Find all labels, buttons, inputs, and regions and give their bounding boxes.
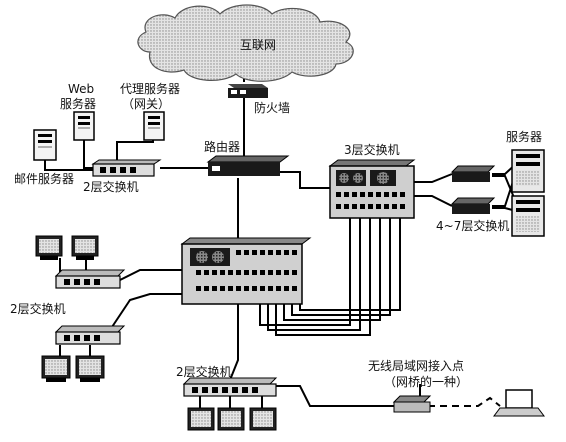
wireless-link: [428, 396, 501, 407]
servers-label: 服务器: [506, 129, 542, 144]
server-tower-icon: [143, 111, 165, 141]
firewall-icon: [228, 84, 268, 98]
switch-icon: [180, 237, 312, 305]
cloud-icon: [137, 4, 354, 82]
switch-l2-top-label: 2层交换机: [83, 179, 139, 194]
switch-l3-label: 3层交换机: [344, 142, 400, 157]
mail-server-label: 邮件服务器: [14, 171, 74, 186]
switch-l2-left-label: 2层交换机: [10, 301, 66, 316]
monitor-icon: [217, 407, 245, 431]
router-icon: [206, 155, 290, 176]
server-tower-icon: [511, 149, 545, 193]
server-tower-icon: [73, 111, 95, 141]
proxy-server-label-2: （网关）: [122, 97, 170, 111]
server-tower-icon: [511, 195, 545, 237]
access-point-icon: [392, 384, 432, 413]
monitor-icon: [71, 235, 99, 260]
switch-icon: [450, 165, 496, 182]
monitor-icon: [35, 235, 63, 260]
switch-icon: [450, 197, 496, 214]
monitor-icon: [249, 407, 277, 431]
router-label: 路由器: [204, 139, 240, 154]
server-tower-icon: [33, 129, 57, 161]
switch-icon: [182, 377, 278, 397]
proxy-server-label-1: 代理服务器: [120, 81, 180, 96]
connection-lines: [44, 72, 521, 408]
access-point-label-2: （网桥的一种）: [384, 374, 468, 389]
firewall-label: 防火墙: [254, 100, 290, 115]
switch-icon: [328, 159, 416, 219]
monitor-icon: [75, 355, 105, 382]
web-server-label-1: Web: [68, 82, 94, 96]
web-server-label-2: 服务器: [60, 96, 96, 111]
access-point-label-1: 无线局域网接入点: [368, 358, 464, 373]
switch-icon: [54, 325, 126, 345]
laptop-icon: [493, 389, 545, 417]
switch-icon: [54, 269, 126, 289]
switch-l47-label: 4~7层交换机: [436, 218, 509, 233]
switch-l2-bottom-label: 2层交换机: [176, 364, 232, 379]
internet-label: 互联网: [240, 38, 276, 52]
monitor-icon: [187, 407, 215, 431]
monitor-icon: [41, 355, 71, 382]
switch-icon: [91, 159, 162, 177]
